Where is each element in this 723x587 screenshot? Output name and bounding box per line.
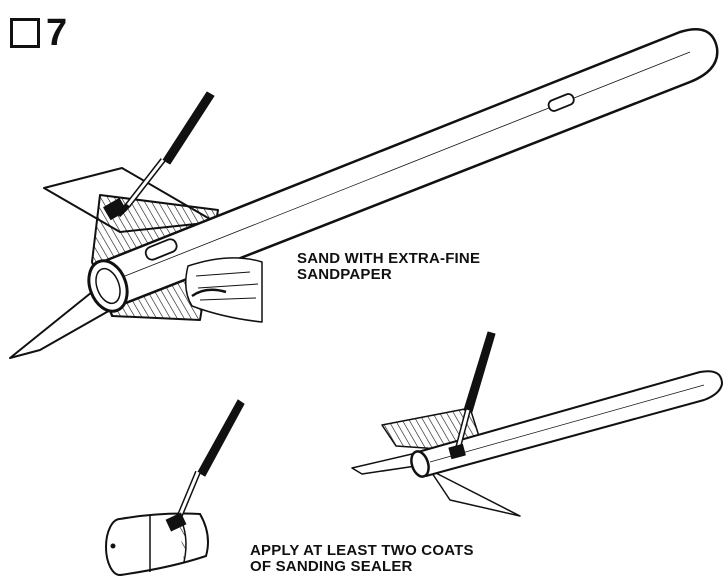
nose-cone bbox=[105, 399, 245, 576]
sealer-caption-line: APPLY AT LEAST TWO COATS bbox=[250, 542, 474, 559]
brush-icon bbox=[165, 399, 245, 532]
main-rocket bbox=[9, 28, 719, 359]
step-header: 7 bbox=[10, 14, 67, 52]
launch-lug-icon bbox=[547, 93, 575, 112]
sealer-caption: APPLY AT LEAST TWO COATS OF SANDING SEAL… bbox=[250, 543, 474, 575]
launch-lug-icon bbox=[144, 238, 178, 261]
brush-icon bbox=[103, 91, 215, 221]
fin-icon bbox=[351, 453, 417, 475]
sealer-caption-line: OF SANDING SEALER bbox=[250, 558, 413, 575]
checkbox-icon[interactable] bbox=[10, 18, 40, 48]
sand-caption-line: SAND WITH EXTRA-FINE bbox=[297, 250, 481, 267]
sand-caption: SAND WITH EXTRA-FINE SANDPAPER bbox=[297, 251, 480, 283]
fin-icon bbox=[429, 469, 521, 517]
sand-caption-line: SANDPAPER bbox=[297, 266, 392, 283]
small-rocket bbox=[351, 331, 723, 517]
brush-icon bbox=[448, 331, 496, 460]
step-number: 7 bbox=[46, 12, 68, 54]
sandpaper-icon bbox=[185, 257, 263, 323]
rocket-body-icon bbox=[417, 370, 723, 477]
